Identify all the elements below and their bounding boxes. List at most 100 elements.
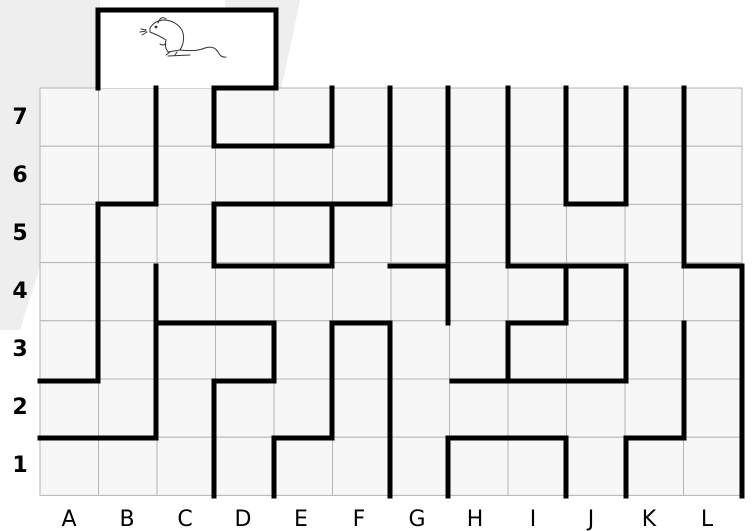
row-label-7: 7 bbox=[12, 105, 27, 130]
col-label-i: I bbox=[530, 507, 537, 531]
maze-cell-i6 bbox=[508, 146, 567, 204]
col-label-a: A bbox=[61, 507, 76, 531]
maze-cell-c7 bbox=[157, 88, 216, 146]
maze-cell-d6 bbox=[216, 146, 275, 204]
maze-cell-k7 bbox=[625, 88, 684, 146]
maze-cell-d2 bbox=[216, 379, 275, 437]
maze-cell-k4 bbox=[625, 263, 684, 321]
col-label-c: C bbox=[177, 507, 192, 531]
maze-cell-d3 bbox=[216, 321, 275, 379]
maze-cell-c4 bbox=[157, 263, 216, 321]
maze-cell-j6 bbox=[567, 146, 626, 204]
maze-cell-g7 bbox=[391, 88, 450, 146]
maze-cell-g6 bbox=[391, 146, 450, 204]
maze-cell-h3 bbox=[450, 321, 509, 379]
maze-cell-d5 bbox=[216, 204, 275, 262]
maze-cell-e2 bbox=[274, 379, 333, 437]
maze-cell-e7 bbox=[274, 88, 333, 146]
maze-cell-c3 bbox=[157, 321, 216, 379]
maze-cell-d7 bbox=[216, 88, 275, 146]
maze-cell-i1 bbox=[508, 437, 567, 495]
column-labels: A B C D E F G H I J K L bbox=[61, 507, 713, 531]
maze-cell-l7 bbox=[684, 88, 743, 146]
row-label-2: 2 bbox=[12, 395, 27, 420]
maze-cell-i4 bbox=[508, 263, 567, 321]
maze-cell-h2 bbox=[450, 379, 509, 437]
col-label-b: B bbox=[119, 507, 134, 531]
maze-cell-h4 bbox=[450, 263, 509, 321]
maze-cell-l1 bbox=[684, 437, 743, 495]
maze-cell-l4 bbox=[684, 263, 743, 321]
maze-cell-h1 bbox=[450, 437, 509, 495]
row-label-3: 3 bbox=[12, 337, 27, 362]
maze-cell-d1 bbox=[216, 437, 275, 495]
maze-cell-k1 bbox=[625, 437, 684, 495]
maze-cell-f5 bbox=[333, 204, 392, 262]
maze-cell-c2 bbox=[157, 379, 216, 437]
maze-cell-f7 bbox=[333, 88, 392, 146]
maze-cell-j3 bbox=[567, 321, 626, 379]
maze-cell-b1 bbox=[99, 437, 158, 495]
col-label-g: G bbox=[408, 507, 425, 531]
maze-cell-g1 bbox=[391, 437, 450, 495]
maze-cell-c5 bbox=[157, 204, 216, 262]
maze-cell-l3 bbox=[684, 321, 743, 379]
maze-cell-b4 bbox=[99, 263, 158, 321]
maze-cell-j7 bbox=[567, 88, 626, 146]
maze-cell-e3 bbox=[274, 321, 333, 379]
maze-cell-d4 bbox=[216, 263, 275, 321]
maze-cell-f6 bbox=[333, 146, 392, 204]
maze-cell-i7 bbox=[508, 88, 567, 146]
maze-cell-i5 bbox=[508, 204, 567, 262]
maze-cell-j4 bbox=[567, 263, 626, 321]
row-label-1: 1 bbox=[12, 453, 27, 478]
maze-cell-h5 bbox=[450, 204, 509, 262]
maze-cell-l6 bbox=[684, 146, 743, 204]
maze-cell-a6 bbox=[40, 146, 99, 204]
maze-cell-f4 bbox=[333, 263, 392, 321]
maze-cell-g5 bbox=[391, 204, 450, 262]
col-label-h: H bbox=[467, 507, 484, 531]
maze-cell-k3 bbox=[625, 321, 684, 379]
maze-cell-h7 bbox=[450, 88, 509, 146]
maze-cell-b6 bbox=[99, 146, 158, 204]
maze-cell-e5 bbox=[274, 204, 333, 262]
col-label-j: J bbox=[586, 507, 595, 531]
row-label-5: 5 bbox=[12, 221, 27, 246]
maze-cell-l2 bbox=[684, 379, 743, 437]
maze-cell-b3 bbox=[99, 321, 158, 379]
maze-cell-k2 bbox=[625, 379, 684, 437]
maze-cell-a1 bbox=[40, 437, 99, 495]
maze-cell-k6 bbox=[625, 146, 684, 204]
maze-cell-e4 bbox=[274, 263, 333, 321]
maze-cell-j1 bbox=[567, 437, 626, 495]
maze-cell-g4 bbox=[391, 263, 450, 321]
maze-cell-b5 bbox=[99, 204, 158, 262]
maze-cell-l5 bbox=[684, 204, 743, 262]
maze-cell-e6 bbox=[274, 146, 333, 204]
maze-cell-a3 bbox=[40, 321, 99, 379]
maze-cell-f3 bbox=[333, 321, 392, 379]
maze-cell-c6 bbox=[157, 146, 216, 204]
maze-cell-j2 bbox=[567, 379, 626, 437]
maze-cell-g3 bbox=[391, 321, 450, 379]
maze-cell-a4 bbox=[40, 263, 99, 321]
maze-cell-c1 bbox=[157, 437, 216, 495]
maze-cell-g2 bbox=[391, 379, 450, 437]
col-label-e: E bbox=[294, 507, 308, 531]
maze-cell-a5 bbox=[40, 204, 99, 262]
maze-cell-b7 bbox=[99, 88, 158, 146]
maze-cell-e1 bbox=[274, 437, 333, 495]
maze-cell-a7 bbox=[40, 88, 99, 146]
col-label-k: K bbox=[642, 507, 657, 531]
maze-cell-a2 bbox=[40, 379, 99, 437]
row-label-4: 4 bbox=[12, 279, 27, 304]
maze-cell-f1 bbox=[333, 437, 392, 495]
maze-cell-j5 bbox=[567, 204, 626, 262]
start-box-fill bbox=[98, 10, 276, 88]
maze-cell-f2 bbox=[333, 379, 392, 437]
col-label-f: F bbox=[353, 507, 366, 531]
col-label-d: D bbox=[235, 507, 252, 531]
maze-cell-i3 bbox=[508, 321, 567, 379]
